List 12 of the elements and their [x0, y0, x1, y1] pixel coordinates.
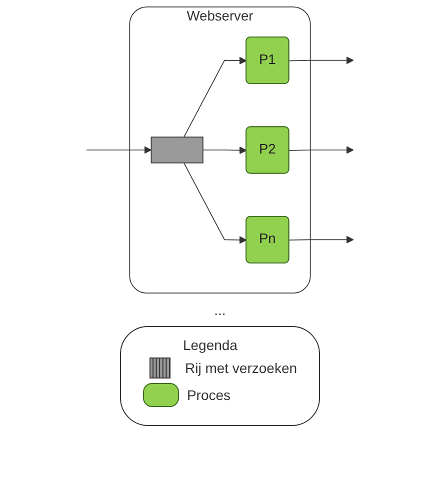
- legend-label: Rij met verzoeken: [184, 360, 298, 376]
- legend-label: Proces: [186, 387, 231, 403]
- arrow: [288, 56, 354, 64]
- legend-title: Legenda: [182, 337, 238, 353]
- arrow: [288, 146, 354, 154]
- arrow: [183, 162, 247, 244]
- ellipsis-text: ...: [214, 302, 226, 318]
- node-box: [150, 136, 204, 164]
- arrow: [288, 236, 354, 244]
- arrow: [202, 146, 247, 154]
- arrow: [86, 146, 152, 154]
- arrow: [183, 56, 247, 138]
